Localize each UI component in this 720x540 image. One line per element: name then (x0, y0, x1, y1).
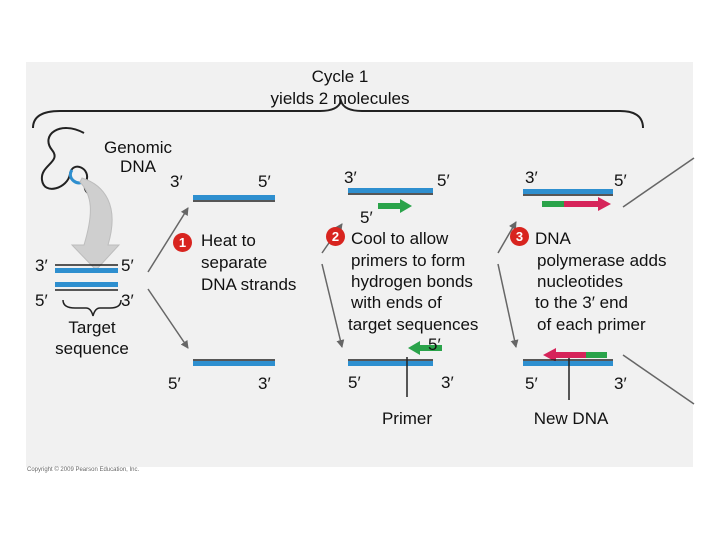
primer-label: Primer (381, 409, 433, 428)
end-label: 5′ (121, 256, 134, 275)
end-label: 3′ (344, 168, 357, 187)
end-label: 5′ (258, 172, 271, 191)
target-dna (55, 264, 122, 317)
step-3-text: DNA (535, 229, 571, 248)
step-2-badge: 2 (326, 227, 345, 246)
header-line2: yields 2 molecules (270, 89, 410, 108)
end-label: 3′ (35, 256, 48, 275)
arrow-step3-bottom (497, 263, 519, 348)
primer-c3-top (542, 201, 564, 207)
strand-c2-top (348, 188, 433, 193)
target-label-line1: Target (68, 318, 116, 337)
step-3-text: of each primer (537, 315, 646, 334)
copyright-notice: Copyright © 2009 Pearson Education, Inc. (27, 467, 140, 473)
arrow-next-top (622, 157, 695, 208)
end-label: 3′ (441, 373, 454, 392)
new-dna-label: New DNA (533, 409, 609, 428)
end-label: 3′ (170, 172, 183, 191)
strand-c2-bottom (348, 361, 433, 366)
strand-c1-bottom (193, 361, 275, 366)
end-label: 3′ (614, 374, 627, 393)
step-2-text: with ends of (351, 293, 442, 312)
header-line1: Cycle 1 (311, 67, 369, 86)
step-3-badge: 3 (510, 227, 529, 246)
end-label: 3′ (121, 291, 134, 310)
end-label: 5′ (614, 171, 627, 190)
figure-panel (26, 62, 693, 467)
step-1-text: Heat to (201, 231, 256, 250)
step-2-text: hydrogen bonds (351, 272, 473, 291)
genomic-label-line2: DNA (120, 157, 156, 176)
strand-c3-bottom (523, 361, 613, 366)
step-3-text: to the 3′ end (535, 293, 628, 312)
target-brace (62, 299, 122, 317)
new-dna-c3-bottom (553, 352, 586, 358)
step-2-text: target sequences (348, 315, 479, 334)
end-label: 5′ (348, 373, 361, 392)
arrow-step2-bottom (321, 263, 345, 348)
end-label: 5′ (360, 208, 373, 227)
strand-c1-top (193, 195, 275, 200)
arrow-step3-top (497, 221, 517, 254)
strand-c3-top (523, 189, 613, 194)
step-1-badge: 1 (173, 233, 192, 252)
step-1-text: DNA strands (201, 275, 297, 294)
step-3-text: nucleotides (537, 272, 624, 291)
primer-c3-bottom (585, 352, 607, 358)
end-label: 5′ (35, 291, 48, 310)
end-label: 5′ (437, 171, 450, 190)
end-label: 5′ (525, 374, 538, 393)
step-3-text: polymerase adds (537, 251, 667, 270)
new-dna-c3-top (564, 201, 600, 207)
target-label-line2: sequence (55, 339, 129, 358)
step-1-text: separate (201, 253, 268, 272)
end-label: 5′ (168, 374, 181, 393)
gray-funnel-arrow-icon (70, 177, 121, 271)
arrow-next-bottom (622, 354, 695, 405)
step-2-text: Cool to allow (351, 229, 449, 248)
end-label: 3′ (258, 374, 271, 393)
cycle-brace (32, 97, 644, 129)
genomic-label-line1: Genomic (103, 138, 173, 157)
end-label: 5′ (428, 335, 441, 354)
arrow-step1-top (147, 207, 189, 273)
arrow-step1-bottom (147, 288, 189, 349)
end-label: 3′ (525, 168, 538, 187)
step-2-text: primers to form (351, 251, 466, 270)
